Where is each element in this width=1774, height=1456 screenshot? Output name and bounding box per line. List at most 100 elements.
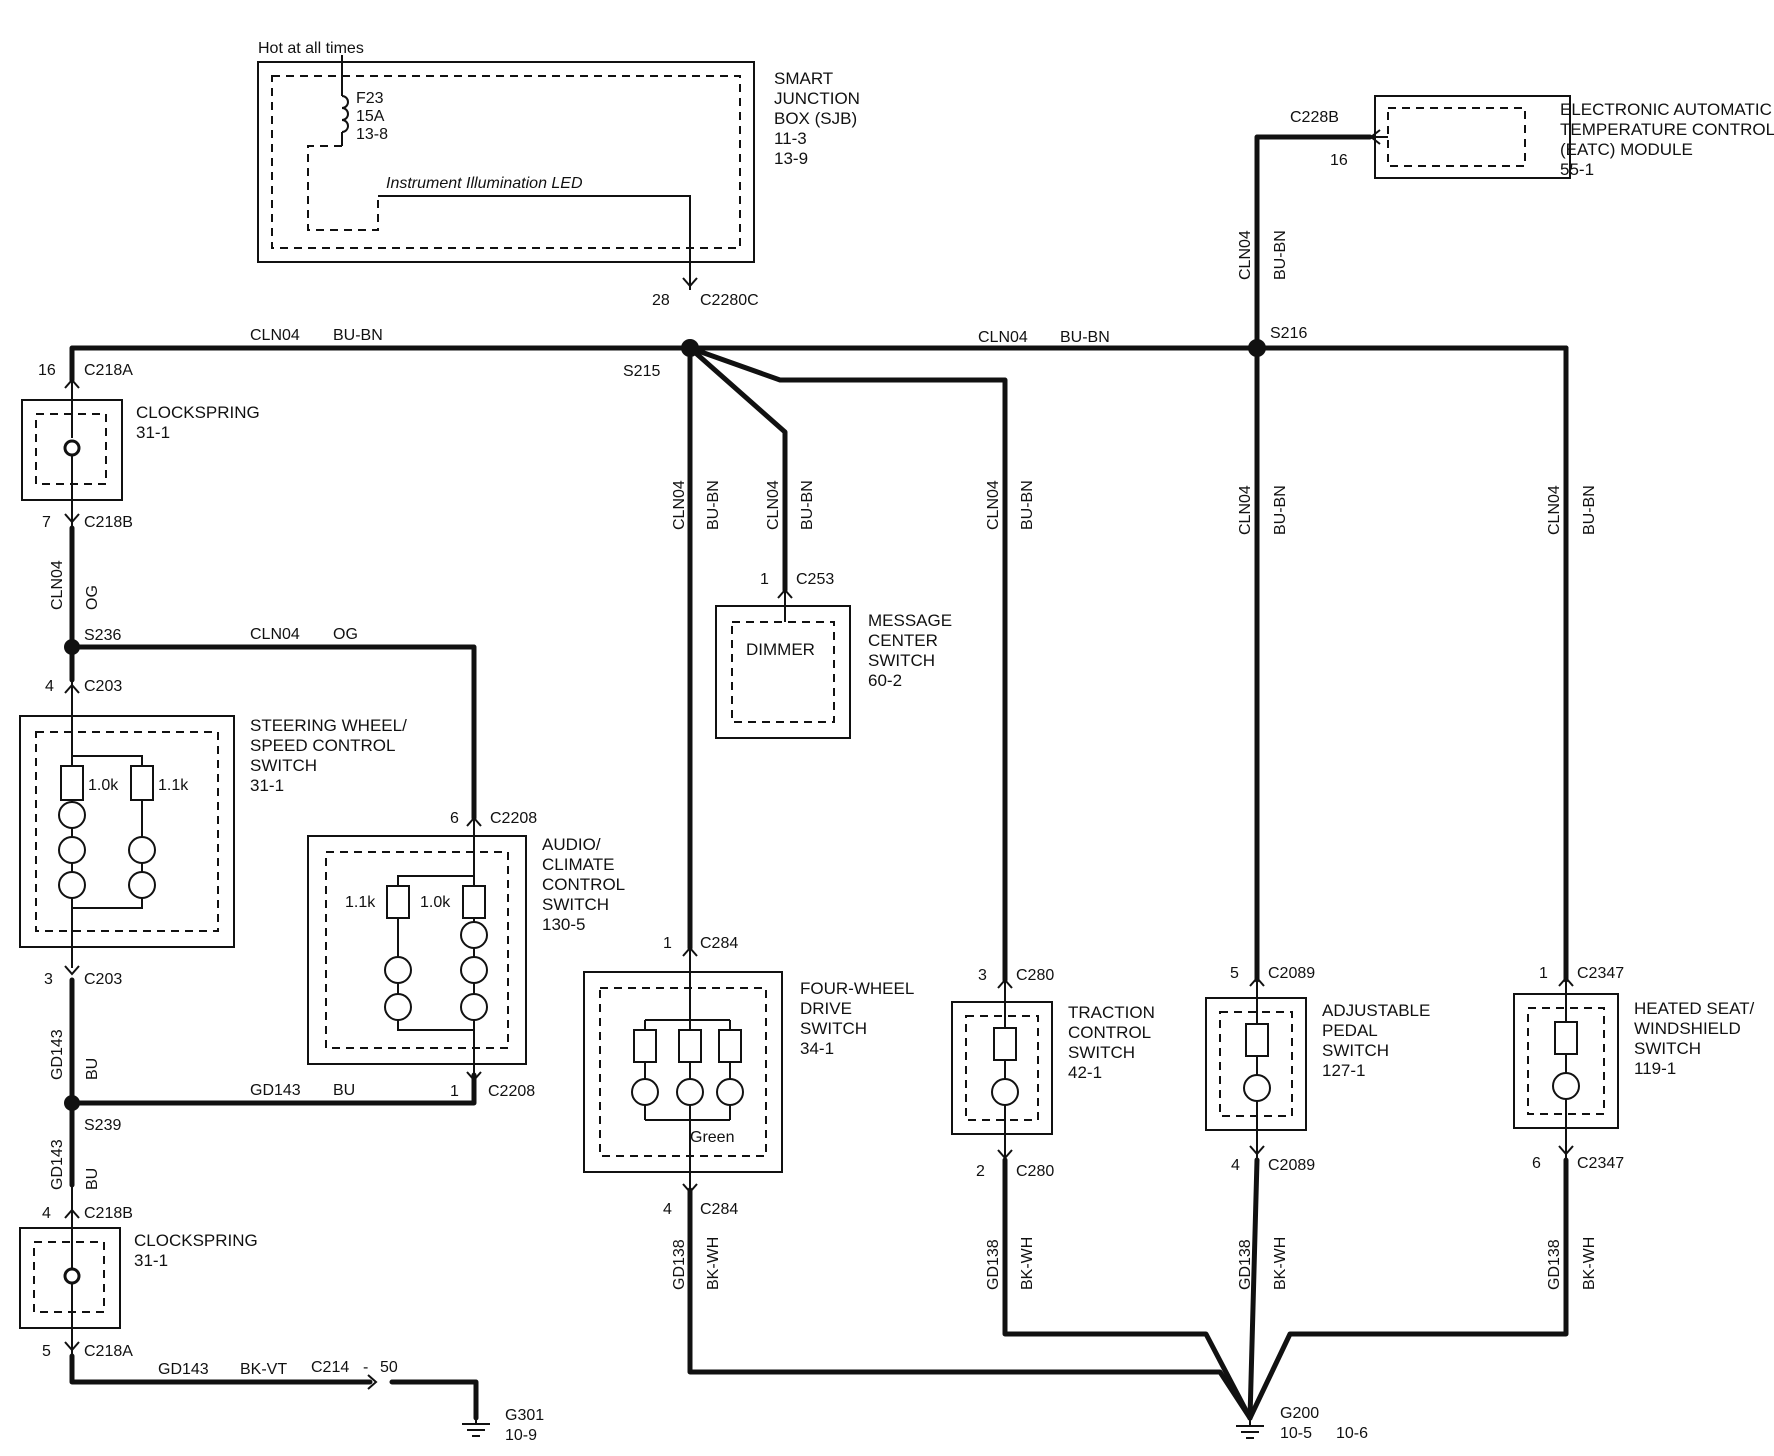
wire-circuit: GD138	[985, 1239, 1002, 1290]
fourwd-ref: 34-1	[800, 1039, 834, 1058]
connector-id: C2347	[1577, 1155, 1624, 1172]
wire-circuit: CLN04	[250, 327, 300, 344]
wire-color: OG	[84, 585, 101, 610]
pin-number: 4	[663, 1201, 672, 1218]
wire-color: BU-BN	[333, 327, 383, 344]
audio-name-line: SWITCH	[542, 895, 609, 914]
traction-name-line: SWITCH	[1068, 1043, 1135, 1062]
sjb-page-ref: 11-3	[774, 129, 807, 148]
pedal-name-line: PEDAL	[1322, 1021, 1378, 1040]
traction-feed-wire	[687, 345, 1008, 983]
wire-circuit: GD143	[250, 1082, 301, 1099]
pin-number: 5	[42, 1343, 51, 1360]
wire-color: BU	[333, 1082, 355, 1099]
audio-name-line: CLIMATE	[542, 855, 614, 874]
wire-color: BK-WH	[705, 1237, 722, 1290]
fourwd-name-line: SWITCH	[800, 1019, 867, 1038]
connector-id: C284	[700, 935, 738, 952]
resistor-icon	[1554, 1021, 1578, 1055]
resistor-value: 1.1k	[158, 777, 189, 794]
sjb-page-ref: 13-9	[774, 149, 808, 168]
steering-ref: 31-1	[250, 776, 284, 795]
led-icon	[128, 836, 156, 864]
audio-name-line: AUDIO/	[542, 835, 601, 854]
led-icon	[460, 921, 488, 949]
pin-number: 7	[42, 514, 51, 531]
pin-number: 1	[450, 1083, 459, 1100]
wire-color: BU-BN	[1272, 230, 1289, 280]
fourwd-name-line: DRIVE	[800, 999, 852, 1018]
resistor-value: 1.0k	[88, 777, 119, 794]
connector-id: C2208	[488, 1083, 535, 1100]
resistor-icon	[678, 1029, 702, 1063]
connector-id: C2089	[1268, 965, 1315, 982]
ground-id: G200	[1280, 1405, 1319, 1422]
resistor-icon	[1245, 1023, 1269, 1057]
audio-name-line: CONTROL	[542, 875, 625, 894]
connector-id: C2347	[1577, 965, 1624, 982]
wire-color: BK-VT	[240, 1361, 287, 1378]
wire-circuit: GD143	[158, 1361, 209, 1378]
clockspring-name: CLOCKSPRING	[134, 1231, 258, 1250]
sjb-name-line: SMART	[774, 69, 833, 88]
wire-circuit: GD143	[49, 1029, 66, 1080]
led-icon	[631, 1078, 659, 1106]
wire-circuit: CLN04	[765, 480, 782, 530]
traction-ref: 42-1	[1068, 1063, 1102, 1082]
audio-ref: 130-5	[542, 915, 585, 934]
splice-label: S236	[84, 627, 121, 644]
connector-arrow-icon	[64, 1341, 80, 1352]
resistor-icon	[462, 885, 486, 919]
heated-name-line: WINDSHIELD	[1634, 1019, 1741, 1038]
fuse-rating: 15A	[356, 108, 385, 125]
connector-id: C218A	[84, 362, 133, 379]
connector-arrow-icon	[64, 965, 80, 976]
bu-branch-wire	[69, 1072, 477, 1106]
splice-label: S239	[84, 1117, 121, 1134]
ground-ref: 10-9	[505, 1427, 537, 1444]
ground-wire-traction	[1002, 1157, 1253, 1421]
pedal-ref: 127-1	[1322, 1061, 1365, 1080]
pin-number: 1	[1539, 965, 1548, 982]
led-icon	[128, 871, 156, 899]
clockspring-top: 16 C218A CLOCKSPRING 31-1 7 C218B	[21, 362, 260, 531]
wire-color: BU-BN	[705, 480, 722, 530]
connector-id: C203	[84, 971, 122, 988]
wire-circuit: CLN04	[978, 329, 1028, 346]
pedal-name-line: SWITCH	[1322, 1041, 1389, 1060]
four-wheel-drive-switch: 1 C284 Green FOUR-WHEEL DRIVE SWITCH 34-…	[583, 935, 914, 1218]
connector-id: C228B	[1290, 109, 1339, 126]
traction-control-switch: 3 C280 TRACTION CONTROL SWITCH 42-1 2 C2…	[951, 967, 1155, 1180]
ground-wire-heated	[1247, 1157, 1569, 1421]
resistor-value: 1.1k	[345, 894, 376, 911]
led-icon	[460, 993, 488, 1021]
led-icon	[384, 993, 412, 1021]
traction-name-line: TRACTION	[1068, 1003, 1155, 1022]
pin-number: 6	[1532, 1155, 1541, 1172]
heated-ref: 119-1	[1634, 1059, 1676, 1078]
sjb-outline	[257, 61, 755, 263]
wire-color: BK-WH	[1581, 1237, 1598, 1290]
pin-number: 6	[450, 810, 459, 827]
steering-name-line: STEERING WHEEL/	[250, 716, 407, 735]
clockspring-dashed	[33, 1241, 105, 1313]
wire-circuit: CLN04	[671, 480, 688, 530]
led-icon	[676, 1078, 704, 1106]
left-chain: 16 C218A CLOCKSPRING 31-1 7 C218B CLN04 …	[19, 362, 544, 1444]
connector-id: C214	[311, 1359, 349, 1376]
message-center-switch: 1 C253 DIMMER MESSAGE CENTER SWITCH 60-2	[715, 571, 952, 739]
pin-number: 1	[663, 935, 672, 952]
sjb-dashed	[271, 75, 741, 249]
pin-number: 4	[1231, 1157, 1240, 1174]
ground-wire-pedal	[1247, 1157, 1260, 1421]
led-icon	[991, 1078, 1019, 1106]
traction-name-line: CONTROL	[1068, 1023, 1151, 1042]
message-ref: 60-2	[868, 671, 902, 690]
pin-number: 16	[38, 362, 56, 379]
clockspring-coil-icon	[63, 1267, 81, 1285]
wire-circuit: CLN04	[250, 626, 300, 643]
traction-outline	[951, 1001, 1053, 1135]
steering-dashed	[35, 731, 219, 932]
clockspring-ref: 31-1	[134, 1251, 168, 1270]
